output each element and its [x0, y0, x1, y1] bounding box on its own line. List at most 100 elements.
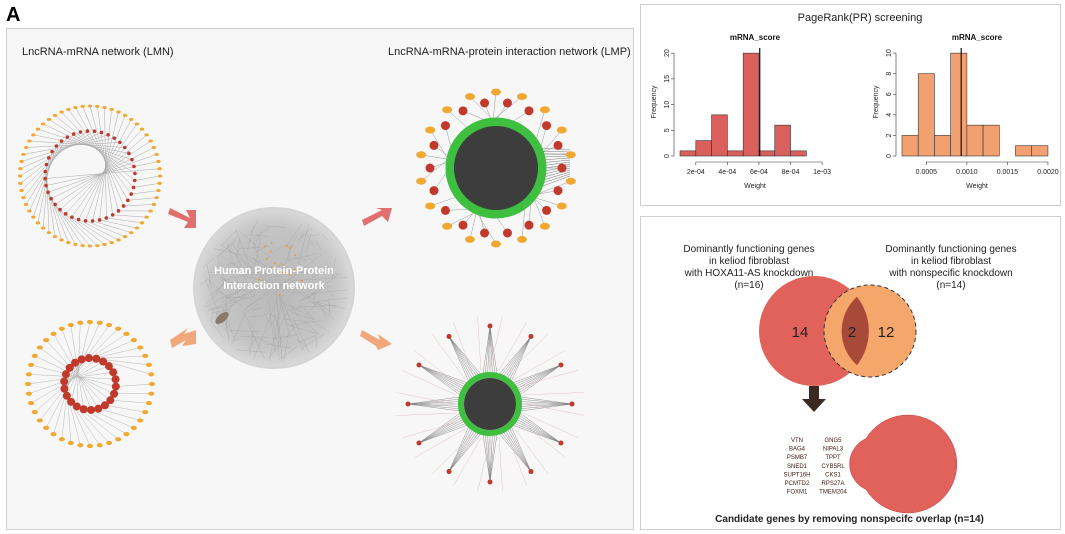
gene-label: RPS27A [821, 481, 844, 487]
network-node [66, 107, 71, 111]
ppi-edge [311, 233, 320, 236]
ppi-edge [227, 243, 237, 273]
gene-label: CYB5RL [821, 464, 845, 470]
histogram-bar [695, 140, 712, 157]
right-desc-line: in keliod fibroblast [910, 256, 992, 267]
network-node [27, 139, 32, 143]
histogram-bar [790, 150, 807, 157]
right-desc-line: with nonspecific knockdown [889, 268, 1013, 279]
network-edge [97, 106, 113, 215]
network-node [446, 333, 452, 339]
network-node [97, 218, 102, 222]
ppi-edge [249, 329, 254, 355]
network-edge [33, 145, 57, 218]
network-edge [477, 316, 482, 371]
arrow-lmc-to-ppi [170, 328, 196, 348]
network-node [25, 381, 31, 387]
network-node [126, 198, 130, 203]
ppi-edge [279, 253, 323, 288]
network-edge [448, 430, 481, 472]
gene-label: NIPAL3 [823, 447, 844, 453]
ppi-edge [207, 304, 232, 312]
ppi-edge [291, 312, 315, 320]
network-node [46, 117, 52, 121]
gene-label: VTN [791, 438, 803, 444]
ppi-edge [284, 303, 314, 319]
ppi-edge [242, 311, 259, 336]
network-node [77, 320, 84, 325]
histogram-bar [1015, 145, 1033, 157]
ppi-edge [222, 256, 255, 277]
protein-ring [445, 117, 547, 219]
arrow-ppi-to-lmp [362, 208, 392, 226]
network-edge [98, 408, 141, 421]
ppi-edge [245, 256, 272, 280]
x-axis-label: Weight [966, 183, 988, 190]
arrow-lmn-to-ppi [168, 208, 196, 228]
network-node [123, 432, 130, 437]
network-node [123, 331, 130, 336]
ppi-edge [203, 275, 233, 302]
network-edge [489, 316, 503, 370]
ppi-edge [274, 310, 288, 340]
network-edge [484, 325, 491, 377]
x-tick-label: 4e-04 [718, 169, 736, 176]
network-edge [516, 413, 562, 444]
network-edge [29, 140, 125, 148]
network-edge [78, 219, 119, 241]
ppi-edge [208, 270, 252, 273]
network-node [134, 226, 140, 230]
ppi-edge [278, 346, 297, 361]
network-edge [448, 336, 473, 383]
ppi-edge [253, 298, 278, 360]
ppi-cluster [215, 312, 229, 324]
network-edge [520, 370, 578, 387]
network-node [465, 93, 476, 101]
ppi-edge [298, 223, 309, 265]
network-node [154, 196, 159, 200]
network-edge [20, 132, 102, 169]
network-node [118, 140, 122, 145]
network-diagram: Human Protein-Protein Interaction networ… [17, 88, 585, 492]
protein-ring [458, 372, 522, 436]
ppi-edge [284, 332, 289, 360]
ppi-edge [232, 339, 240, 341]
network-edge [418, 419, 468, 444]
histogram-bar [934, 135, 951, 157]
ppi-label-line1: Human Protein-Protein [214, 265, 334, 277]
left-desc-line: with HOXA11-AS knockdown [684, 268, 814, 279]
network-edge [509, 423, 532, 472]
ppi-label-line2: Interaction network [223, 280, 325, 292]
network-edge [48, 119, 136, 174]
network-edge [65, 333, 127, 375]
right-desc-line: Dominantly functioning genes [885, 244, 1017, 255]
network-node [122, 235, 128, 239]
network-node [36, 418, 43, 423]
network-edge [523, 412, 578, 438]
network-node [70, 215, 74, 219]
network-node [148, 391, 155, 396]
network-node [85, 129, 90, 133]
network-node [49, 196, 53, 201]
network-node [565, 177, 576, 185]
ppi-edge [243, 290, 271, 312]
right-desc-line: (n=14) [936, 280, 966, 291]
network-edge [498, 437, 503, 492]
network-node [144, 133, 149, 137]
ppi-edge [264, 343, 292, 349]
ppi-edge [221, 229, 238, 246]
network-node [111, 382, 120, 391]
left-desc-line: in keliod fibroblast [708, 256, 790, 267]
network-edge [54, 204, 91, 247]
ppi-edge [273, 333, 285, 352]
network-node [425, 126, 436, 134]
network-edge [104, 107, 107, 218]
network-edge [71, 216, 112, 243]
network-node [40, 226, 46, 230]
network-node [106, 133, 110, 137]
lower-right-network [395, 316, 585, 492]
network-node [131, 185, 136, 190]
gene-label: PSMB7 [787, 455, 808, 461]
network-node [50, 331, 57, 336]
network-edge [505, 336, 532, 382]
